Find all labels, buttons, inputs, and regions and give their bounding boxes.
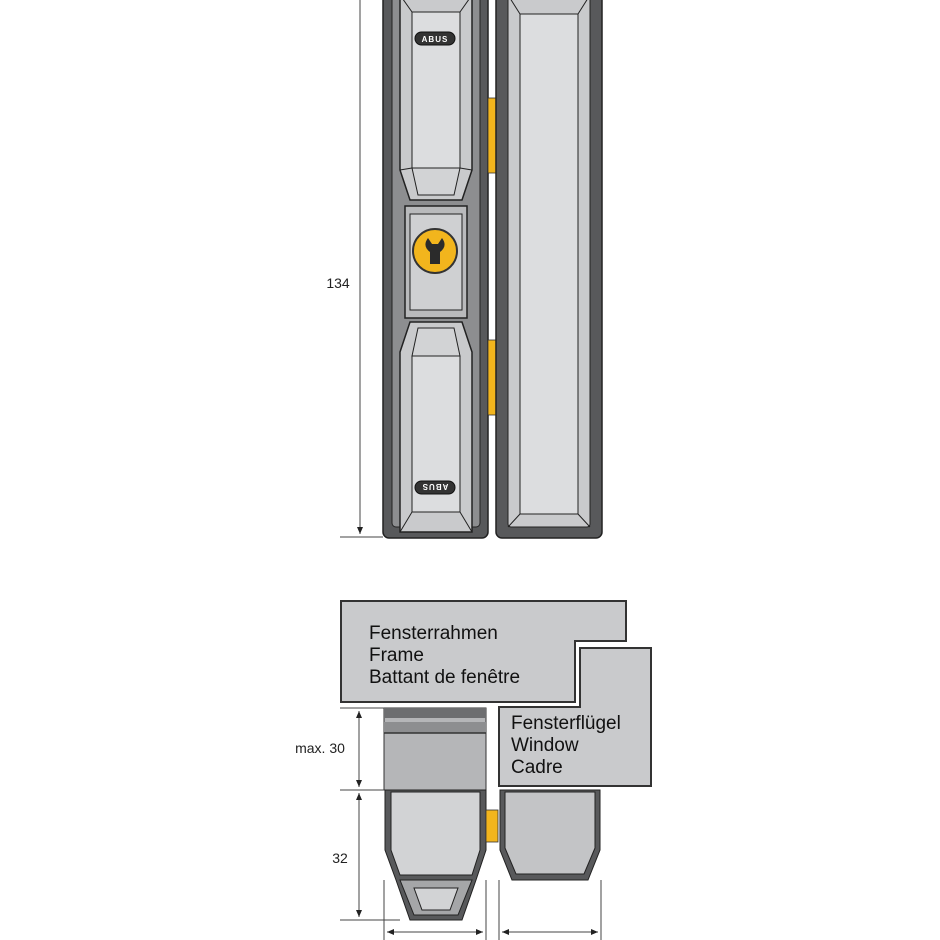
sash-label-box (498, 647, 652, 787)
section-view: Fensterrahmen Frame Battant de fenêtre F… (295, 600, 652, 940)
front-view: 134 ABUS (326, 0, 603, 539)
abus-logo-top: ABUS (414, 31, 456, 46)
strike-plate (495, 0, 603, 539)
sash-label-fr: Cadre (511, 757, 563, 778)
sash-label-de: Fensterflügel (511, 713, 621, 734)
frame-depth-label: max. 30 (295, 740, 345, 756)
frame-label-box (340, 600, 627, 703)
accent-strip (487, 339, 497, 416)
frame-label-fr: Battant de fenêtre (369, 667, 520, 688)
sash-label-en: Window (511, 735, 579, 756)
svg-text:ABUS: ABUS (422, 35, 449, 44)
svg-text:ABUS: ABUS (422, 482, 449, 491)
abus-logo-bottom: ABUS (414, 480, 456, 495)
frame-label-en: Frame (369, 645, 424, 666)
accent-strip (487, 97, 497, 174)
lock-depth-label: 32 (332, 850, 348, 866)
height-dimension-label: 134 (326, 275, 350, 291)
lock-unit: ABUS ABUS (382, 0, 489, 539)
frame-label-de: Fensterrahmen (369, 623, 498, 644)
